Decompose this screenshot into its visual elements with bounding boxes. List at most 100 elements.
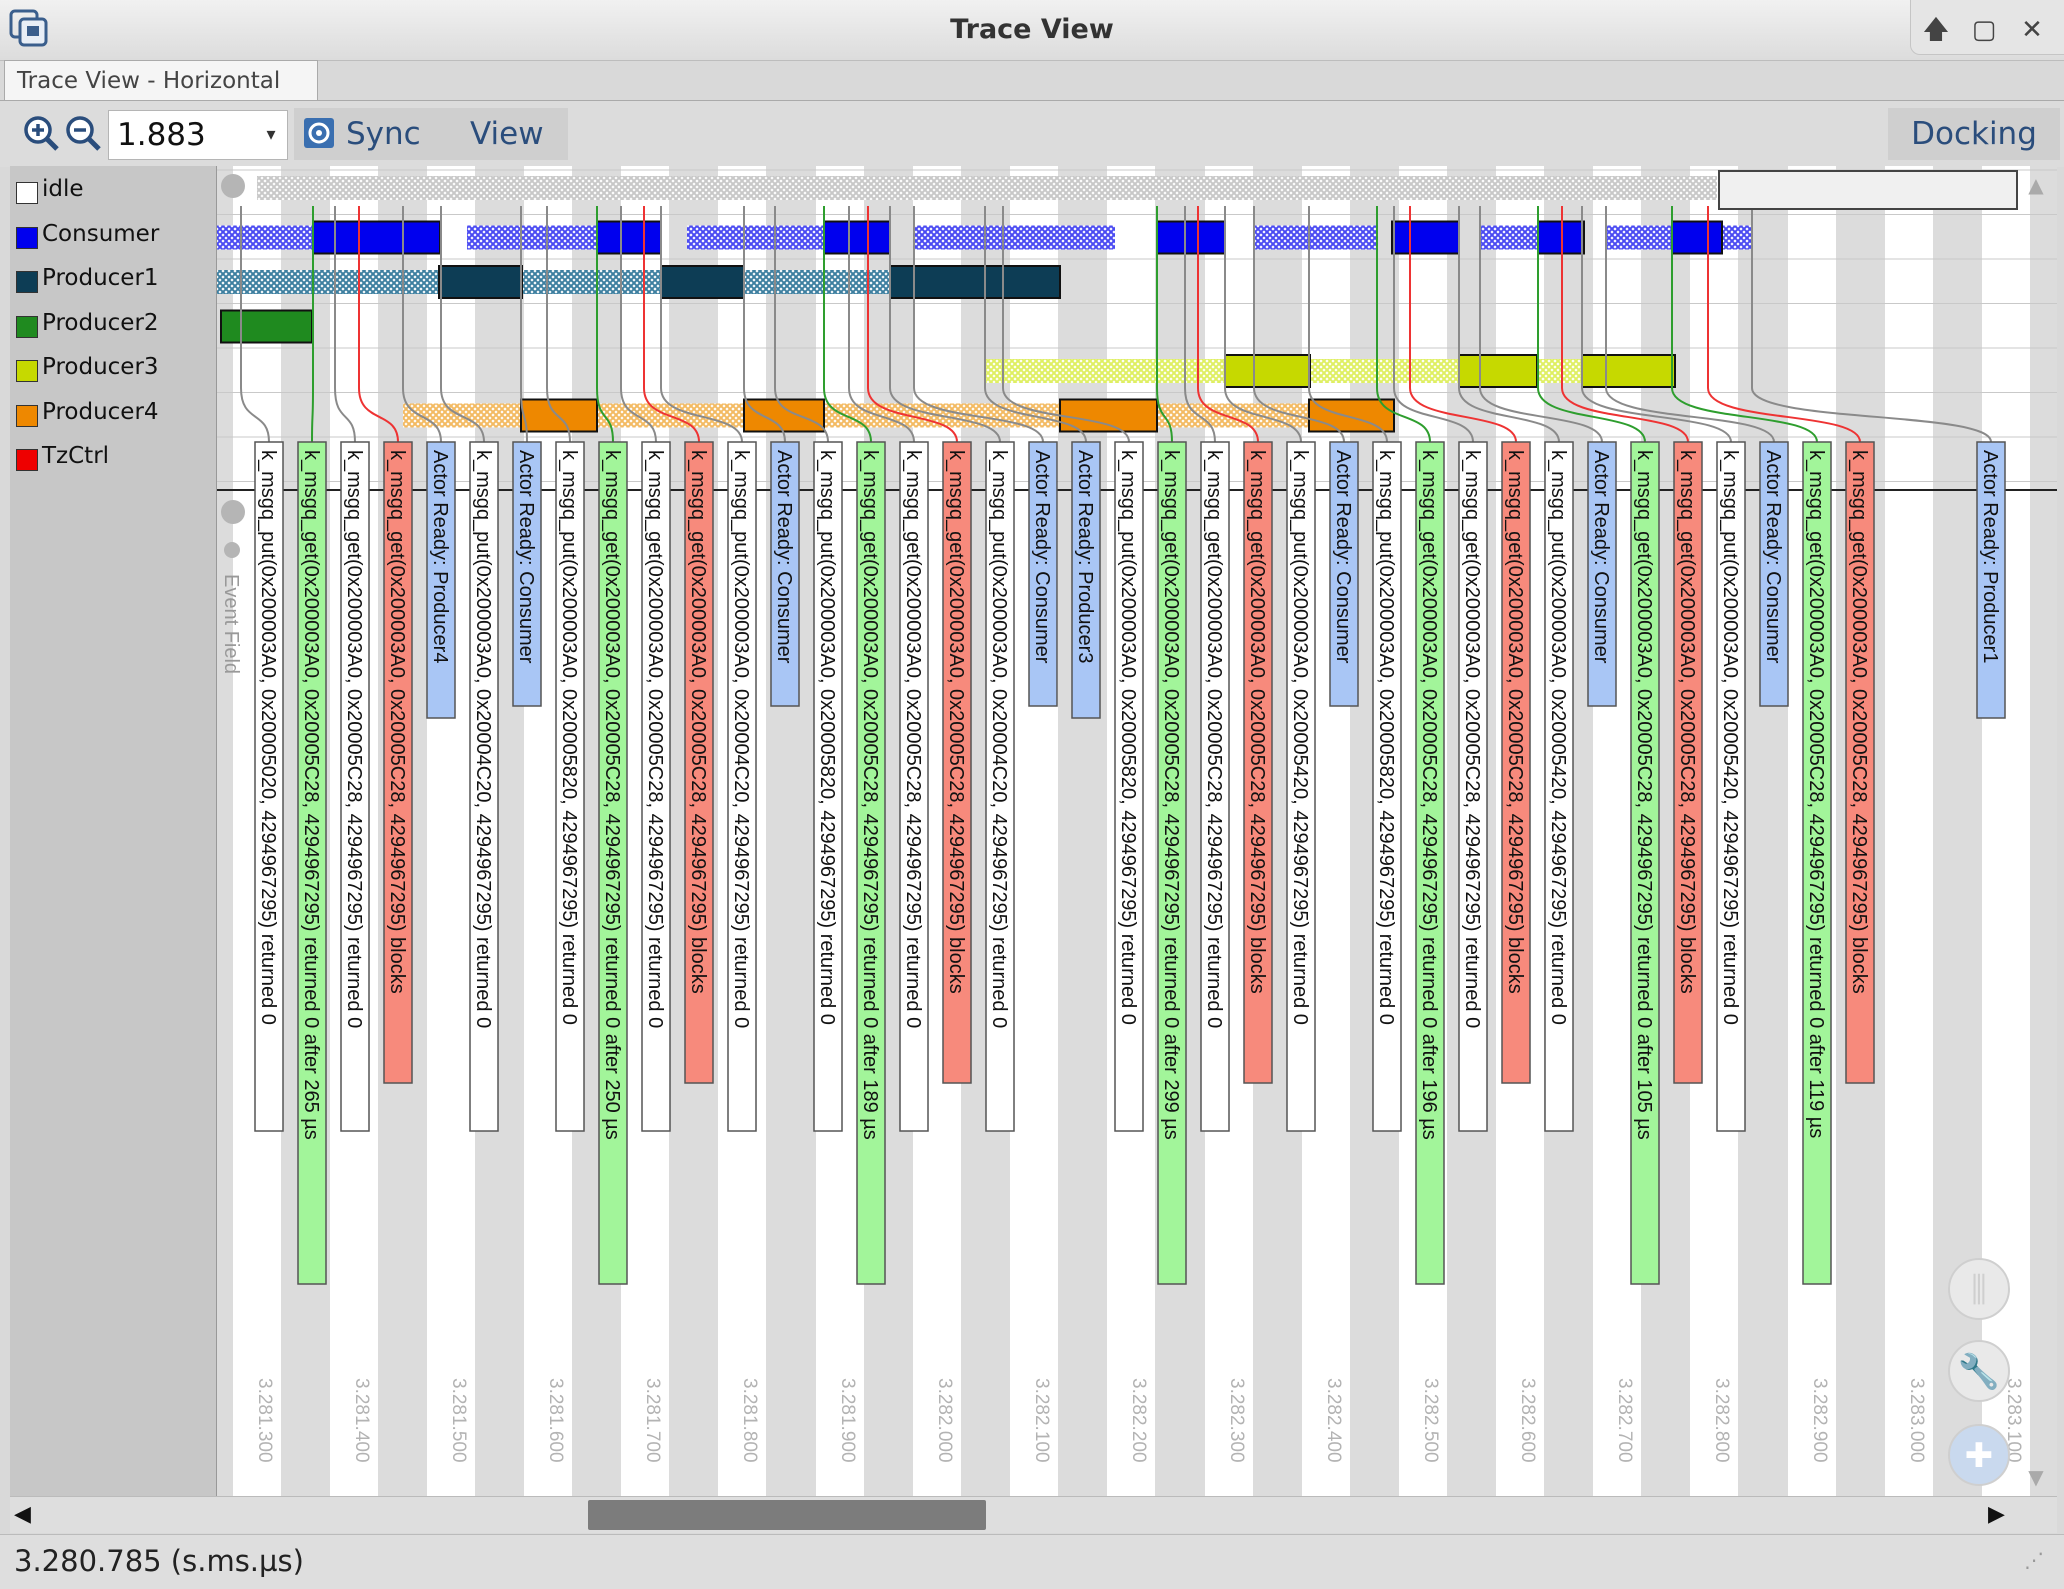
consumer-running-segment[interactable] (312, 220, 441, 255)
actor-row-producer4[interactable]: Producer4 (10, 389, 216, 433)
producer4-running-segment[interactable] (1308, 398, 1395, 433)
event-label[interactable]: k_msgq_put(0x200003A0, 0x20005420, 42949… (1547, 450, 1569, 1025)
zoom-out-icon[interactable] (64, 114, 102, 152)
event-label-box[interactable] (1372, 441, 1402, 1132)
docking-button[interactable]: Docking (1888, 108, 2060, 160)
event-label-box[interactable] (1845, 441, 1875, 1084)
tab-trace-view-horizontal[interactable]: Trace View - Horizontal (4, 60, 318, 100)
consumer-running-segment[interactable] (823, 220, 891, 255)
event-label[interactable]: k_msgq_get(0x200003A0, 0x20005C28, 42949… (300, 450, 322, 1140)
restore-up-button[interactable]: 🡅 (1922, 15, 1950, 45)
event-label[interactable]: k_msgq_put(0x200003A0, 0x20005820, 42949… (558, 450, 580, 1025)
event-label[interactable]: k_msgq_put(0x200003A0, 0x20004C20, 42949… (730, 450, 752, 1028)
gear-icon[interactable] (221, 500, 245, 524)
event-label-box[interactable] (985, 441, 1015, 1132)
producer1-running-segment[interactable] (889, 265, 1061, 299)
event-label[interactable]: Actor Ready: Producer4 (429, 450, 451, 663)
event-label[interactable]: Actor Ready: Consumer (1762, 450, 1784, 664)
event-label[interactable]: k_msgq_get(0x200003A0, 0x20005C28, 42949… (1461, 450, 1483, 1028)
event-label[interactable]: k_msgq_get(0x200003A0, 0x20005C28, 42949… (1418, 450, 1440, 1140)
event-label-box[interactable] (512, 441, 542, 707)
selection-range-box[interactable] (1718, 170, 2018, 210)
event-label[interactable]: k_msgq_put(0x200003A0, 0x20005820, 42949… (1375, 450, 1397, 1025)
event-label-box[interactable] (469, 441, 499, 1132)
event-label[interactable]: k_msgq_put(0x200003A0, 0x20004C20, 42949… (472, 450, 494, 1028)
event-label-box[interactable] (1286, 441, 1316, 1132)
event-label[interactable]: Actor Ready: Consumer (515, 450, 537, 664)
event-label-box[interactable] (856, 441, 886, 1285)
event-label[interactable]: k_msgq_get(0x200003A0, 0x20005C28, 42949… (1848, 450, 1870, 994)
event-label[interactable]: k_msgq_get(0x200003A0, 0x20005C28, 42949… (902, 450, 924, 1028)
sync-icon[interactable] (302, 116, 336, 150)
collapse-icon[interactable] (224, 542, 240, 558)
event-label-box[interactable] (727, 441, 757, 1132)
event-label-box[interactable] (1716, 441, 1746, 1132)
event-label[interactable]: k_msgq_get(0x200003A0, 0x20005C28, 42949… (1805, 450, 1827, 1138)
event-label[interactable]: k_msgq_put(0x200003A0, 0x20005820, 42949… (816, 450, 838, 1025)
event-label[interactable]: k_msgq_get(0x200003A0, 0x20005C28, 42949… (859, 450, 881, 1140)
scroll-down-arrow-icon[interactable]: ▼ (2028, 1465, 2044, 1489)
gear-icon[interactable] (221, 174, 245, 198)
horizontal-scrollbar[interactable] (10, 1496, 2057, 1533)
event-label-box[interactable] (1544, 441, 1574, 1132)
event-label-box[interactable] (1243, 441, 1273, 1084)
close-button[interactable]: ✕ (2021, 15, 2043, 45)
event-label[interactable]: k_msgq_put(0x200003A0, 0x20005420, 42949… (1289, 450, 1311, 1025)
event-label[interactable]: k_msgq_get(0x200003A0, 0x20005C28, 42949… (644, 450, 666, 1028)
producer3-running-segment[interactable] (1224, 354, 1311, 388)
event-label-box[interactable] (598, 441, 628, 1285)
event-label[interactable]: k_msgq_put(0x200003A0, 0x20005820, 42949… (1117, 450, 1139, 1025)
producer4-running-segment[interactable] (743, 398, 825, 433)
scrollbar-thumb[interactable] (588, 1500, 986, 1530)
event-label-box[interactable] (297, 441, 327, 1285)
event-label[interactable]: k_msgq_get(0x200003A0, 0x20005C28, 42949… (386, 450, 408, 994)
event-label-box[interactable] (942, 441, 972, 1084)
producer4-running-segment[interactable] (520, 398, 598, 433)
scroll-left-arrow-icon[interactable]: ◀ (14, 1502, 31, 1527)
event-label[interactable]: Actor Ready: Consumer (773, 450, 795, 664)
view-menu[interactable]: View (470, 116, 544, 152)
event-label[interactable]: k_msgq_get(0x200003A0, 0x20005C28, 42949… (1633, 450, 1655, 1140)
event-label[interactable]: k_msgq_get(0x200003A0, 0x20005C28, 42949… (1676, 450, 1698, 994)
producer3-running-segment[interactable] (1581, 354, 1676, 388)
maximize-button[interactable]: ▢ (1971, 15, 1997, 45)
consumer-running-segment[interactable] (596, 220, 662, 255)
zoom-dropdown-arrow-icon[interactable]: ▾ (266, 124, 276, 145)
event-label-box[interactable] (1630, 441, 1660, 1285)
event-label-box[interactable] (383, 441, 413, 1084)
actor-row-producer2[interactable]: Producer2 (10, 300, 216, 344)
event-label-box[interactable] (684, 441, 714, 1084)
consumer-running-segment[interactable] (1391, 220, 1460, 255)
wrench-icon[interactable]: 🔧 (1948, 1340, 2010, 1402)
event-label-box[interactable] (1673, 441, 1703, 1084)
event-label[interactable]: Actor Ready: Consumer (1031, 450, 1053, 664)
actor-row-consumer[interactable]: Consumer (10, 211, 216, 255)
event-label-box[interactable] (1157, 441, 1187, 1285)
event-label[interactable]: Actor Ready: Producer1 (1979, 450, 2001, 663)
event-label[interactable]: Actor Ready: Producer3 (1074, 450, 1096, 663)
event-label[interactable]: k_msgq_put(0x200003A0, 0x20004C20, 42949… (988, 450, 1010, 1028)
event-label[interactable]: k_msgq_get(0x200003A0, 0x20005C28, 42949… (687, 450, 709, 994)
consumer-running-segment[interactable] (1671, 220, 1723, 255)
event-label-box[interactable] (1802, 441, 1832, 1285)
event-label-box[interactable] (1976, 441, 2006, 719)
event-label[interactable]: k_msgq_get(0x200003A0, 0x20005C28, 42949… (945, 450, 967, 994)
event-label-box[interactable] (254, 441, 284, 1132)
event-label-box[interactable] (555, 441, 585, 1132)
sync-button[interactable]: Sync (346, 116, 421, 152)
event-label-box[interactable] (1071, 441, 1101, 719)
event-label[interactable]: k_msgq_put(0x200003A0, 0x20005020, 42949… (257, 450, 279, 1025)
resize-grip-icon[interactable]: ⋰ (2024, 1548, 2044, 1572)
producer3-running-segment[interactable] (1458, 354, 1538, 388)
event-label[interactable]: k_msgq_get(0x200003A0, 0x20005C28, 42949… (1203, 450, 1225, 1028)
plus-icon[interactable]: ✚ (1948, 1424, 2010, 1486)
producer1-running-segment[interactable] (660, 265, 745, 299)
event-label-box[interactable] (426, 441, 456, 719)
event-label-box[interactable] (899, 441, 929, 1132)
event-label[interactable]: k_msgq_get(0x200003A0, 0x20005C28, 42949… (601, 450, 623, 1140)
event-label-box[interactable] (1114, 441, 1144, 1132)
event-label-box[interactable] (1759, 441, 1789, 707)
event-label[interactable]: Actor Ready: Consumer (1332, 450, 1354, 664)
event-label-box[interactable] (1200, 441, 1230, 1132)
